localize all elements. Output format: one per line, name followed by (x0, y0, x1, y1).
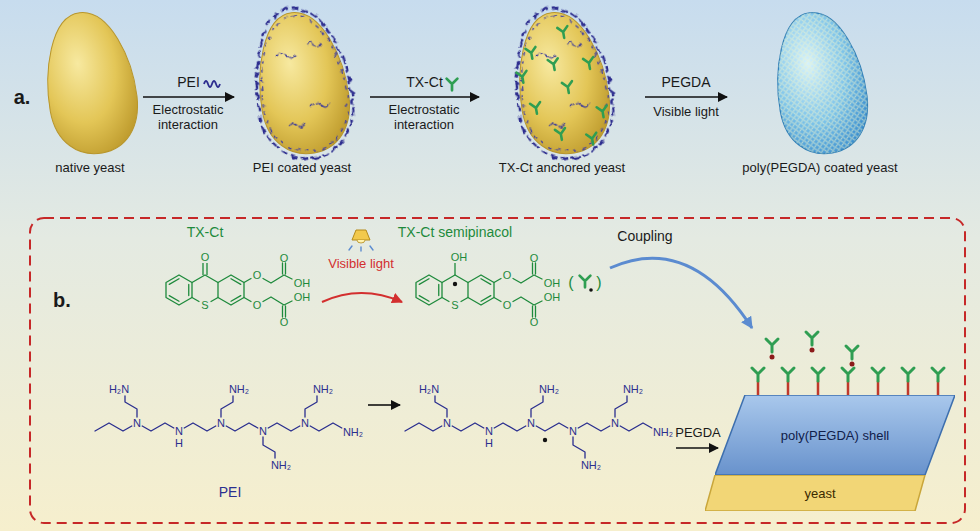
annotation-label: ( (568, 274, 573, 292)
atom-label: S (451, 300, 458, 311)
atom-label: N (611, 418, 619, 429)
process-arrow (645, 96, 727, 98)
radical-dot (543, 438, 547, 442)
atom-label: H₂N (109, 384, 129, 395)
panel-letter: b. (53, 289, 71, 312)
node-caption: poly(PEGDA) coated yeast (742, 160, 897, 175)
node-caption: PEI coated yeast (253, 160, 351, 175)
atom-label: OH (294, 292, 311, 303)
atom-label: S (201, 300, 208, 311)
yeast-cell: TX-Ct anchored yeast (482, 8, 642, 176)
yeast-figure (252, 8, 352, 158)
node-caption: native yeast (55, 160, 124, 175)
atom-label: N (259, 426, 267, 437)
atom-label: O (280, 317, 289, 328)
arrow-label: PEI (177, 74, 200, 90)
annotation-label: ) (596, 274, 601, 292)
slab-outline (705, 475, 925, 511)
coupling-arrow (610, 258, 752, 328)
atom-label: OH (451, 252, 468, 263)
atom-label: N (217, 418, 225, 429)
atom-label: N (485, 426, 493, 437)
annotation-label: Electrostatic interaction (138, 103, 238, 133)
process-arrow (370, 96, 479, 98)
annotation-label: TX-Ct semipinacol (398, 224, 512, 240)
atom-label: OH (544, 292, 561, 303)
atom-label: NH₂ (581, 460, 601, 471)
atom-label: NH₂ (623, 384, 643, 395)
atom-label: O (201, 252, 210, 263)
atom-label: N (133, 418, 141, 429)
radical-icon (580, 276, 593, 292)
yeast-cell: PEI coated yeast (237, 8, 367, 176)
reaction-arrow (368, 404, 400, 406)
atom-label: N (175, 426, 183, 437)
free-radicals (766, 332, 858, 367)
atom-label: NH₂ (539, 384, 559, 395)
atom-label: NH₂ (313, 384, 333, 395)
atom-label: NH₂ (229, 384, 249, 395)
anchored-initiators (752, 368, 944, 395)
arrow-label: TX-Ct (406, 74, 443, 90)
atom-label: H (175, 438, 183, 449)
atom-label: NH₂ (343, 427, 363, 438)
layer-label: yeast (804, 486, 835, 501)
atom-label: O (530, 253, 539, 264)
txct-icon (447, 79, 458, 91)
txct-molecule (166, 263, 292, 317)
semipinacol-molecule (416, 263, 542, 317)
pei-structure (95, 396, 342, 458)
annotation-label: Electrostatic interaction (374, 103, 474, 133)
atom-label: O (503, 300, 512, 311)
node-caption: TX-Ct anchored yeast (499, 160, 625, 175)
yeast-cell: poly(PEGDA) coated yeast (730, 8, 910, 176)
annotation-label: PEI (219, 484, 242, 500)
yeast-figure (512, 8, 612, 158)
atom-label: O (280, 253, 289, 264)
light-arrow (322, 293, 402, 302)
layer-label: poly(PEGDA) shell (781, 428, 889, 443)
pegda-arrow (676, 447, 718, 449)
yeast-figure (770, 8, 870, 158)
atom-label: O (253, 300, 262, 311)
atom-label: N (569, 426, 577, 437)
atom-label: H₂N (419, 384, 439, 395)
atom-label: O (503, 270, 512, 281)
pei-icon (204, 81, 220, 87)
annotation-label: Visible light (653, 105, 719, 120)
panel-letter: a. (14, 86, 31, 109)
atom-label: N (443, 418, 451, 429)
pei-radical-structure (405, 396, 652, 458)
lamp-icon (349, 230, 373, 251)
atom-label: NH₂ (271, 460, 291, 471)
atom-label: OH (544, 278, 561, 289)
atom-label: H (485, 438, 493, 449)
annotation-label: Visible light (328, 257, 394, 272)
atom-label: OH (294, 278, 311, 289)
slab-outline (715, 395, 955, 475)
yeast-cell: native yeast (40, 8, 140, 176)
layer-slab: poly(PEGDA) shell (715, 395, 955, 475)
annotation-label: Coupling (617, 228, 672, 244)
process-arrow (143, 96, 234, 98)
atom-label: NH₂ (653, 427, 673, 438)
atom-label: N (301, 418, 309, 429)
atom-label: N (527, 418, 535, 429)
annotation-label: TX-Ct (187, 224, 224, 240)
atom-label: O (530, 317, 539, 328)
yeast-figure (40, 8, 140, 158)
layer-slab: yeast (705, 475, 935, 511)
arrow-label: PEGDA (661, 74, 710, 90)
atom-label: O (253, 270, 262, 281)
annotation-label: PEGDA (675, 426, 721, 441)
panel-frame (30, 218, 965, 523)
